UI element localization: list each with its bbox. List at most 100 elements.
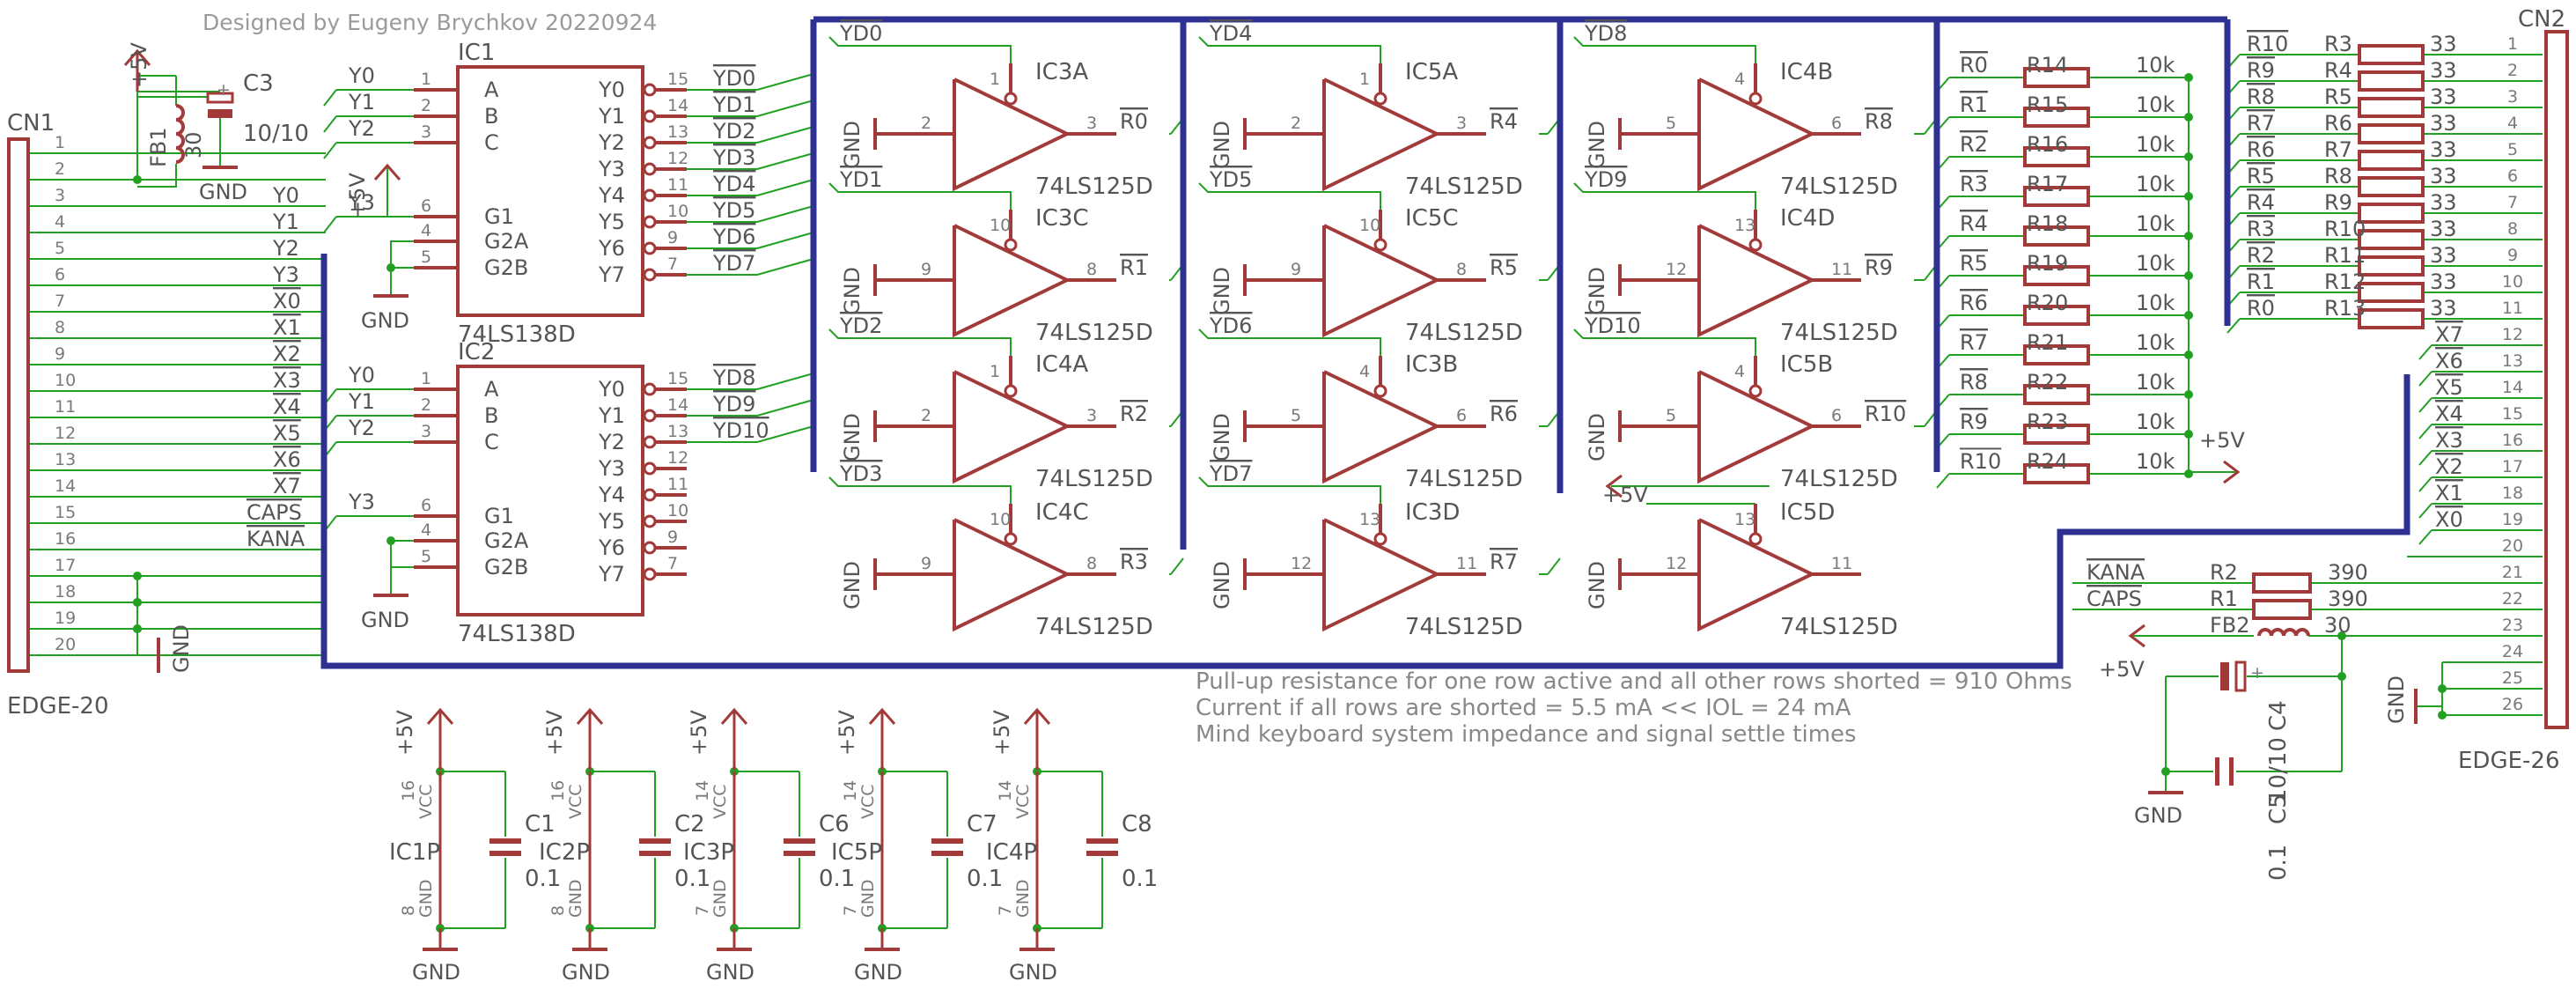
ic2-in-Y0: Y0: [348, 363, 375, 387]
ic1-opnum-7: 7: [667, 255, 678, 274]
series-r9-value: 33: [2430, 190, 2457, 215]
cn2-pin-23: 23: [2502, 616, 2523, 635]
buffer-ic4c-gnd: GND: [840, 561, 865, 609]
ic1-obus: [756, 205, 814, 223]
series-r8-net: R5: [2247, 164, 2275, 188]
buffer-ic3a-value: 74LS125D: [1035, 173, 1153, 200]
cn2-pin-25: 25: [2502, 668, 2523, 688]
buffer-ic3c-epn: 10: [990, 216, 1011, 235]
ic2-pnum-2: 2: [421, 395, 431, 415]
ic2-opnum-15: 15: [667, 369, 688, 388]
pullup-r20-ref: R20: [2027, 291, 2068, 315]
ic2-opnum-9: 9: [667, 528, 678, 547]
cn2-pin-2: 2: [2507, 61, 2518, 80]
ic1-pname-G2B: G2B: [484, 255, 528, 280]
pullup-r21-net: R7: [1960, 330, 1988, 355]
cn2-net-X0: X0: [2435, 507, 2463, 532]
ic1-opname-Y7: Y7: [598, 262, 625, 287]
ic1-ref: IC1: [458, 40, 495, 66]
decap-c7-gl: GND: [858, 879, 878, 918]
ic2-ref: IC2: [458, 339, 495, 365]
decap-c6-ic: IC3P: [683, 839, 734, 866]
cn2-pin-12: 12: [2502, 325, 2523, 344]
series-r6-net: R7: [2247, 111, 2275, 136]
pullup-r18-value: 10k: [2136, 211, 2175, 236]
ic2-value: 74LS138D: [458, 621, 576, 647]
pullup-r19-body: [2023, 265, 2090, 286]
pullup-r18-ref: R18: [2027, 211, 2068, 236]
buffer-ic3b-ipn: 5: [1291, 406, 1301, 425]
cn1-body: [7, 137, 30, 673]
buffer-ic5c-outnet: R5: [1490, 255, 1518, 280]
pullup-r20-net: R6: [1960, 291, 1988, 315]
pullup-r17-net: R3: [1960, 172, 1988, 196]
series-r3-ref: R3: [2324, 32, 2352, 56]
buffer-ic4d-gnd: GND: [1585, 267, 1609, 315]
buffer-ic3c-opn: 8: [1086, 260, 1097, 279]
fb2-value: 30: [2324, 613, 2352, 638]
ic2-opname-Y0: Y0: [598, 377, 625, 402]
ic1-pname-B: B: [484, 104, 498, 129]
decap-c6-gl: GND: [710, 879, 730, 918]
ic1-opname-Y4: Y4: [598, 183, 625, 208]
pullup-r17-ref: R17: [2027, 172, 2068, 196]
fb2-5v-arrow: [2128, 624, 2145, 648]
series-r9-body: [2358, 203, 2425, 224]
series-r7-net: R6: [2247, 137, 2275, 162]
series-r12-body: [2358, 282, 2425, 303]
cn1-net-X7: X7: [273, 474, 301, 498]
decap-c2-ic: IC2P: [539, 839, 590, 866]
cn2-net-X6: X6: [2435, 349, 2463, 373]
ic2-pname-A: A: [484, 377, 499, 402]
cn1-net-Y0: Y0: [272, 183, 299, 208]
buffer-ic3a-epn: 1: [990, 70, 1000, 89]
cn1-pin-4: 4: [55, 212, 65, 232]
decap-c7-gnd: GND: [854, 960, 902, 985]
buffer-ic5b-outnet: R10: [1865, 402, 1906, 426]
cn2-pin-16: 16: [2502, 431, 2523, 450]
decap-c6-gnd: GND: [706, 960, 754, 985]
series-r6-ref: R6: [2324, 111, 2352, 136]
cn2-bus-X5: [2418, 397, 2432, 413]
ic1-inbus: [323, 216, 337, 233]
junction-dot: [133, 624, 142, 633]
ic1-onet-YD5: YD5: [712, 198, 755, 223]
decap-c1-p2: [489, 851, 521, 856]
series-r5-value: 33: [2430, 85, 2457, 109]
buffer-ic5d-value: 74LS125D: [1780, 614, 1898, 640]
buffer-ic5d-epn: 13: [1734, 510, 1755, 529]
ic1-5v-arrow: [373, 163, 401, 181]
decap-c6-gp: 7: [693, 905, 712, 916]
decap-c2-p2: [639, 851, 671, 856]
ic1-opnum-15: 15: [667, 70, 688, 89]
fb1-supply: +5V: [127, 42, 151, 88]
decap-c8-vl: VCC: [1013, 784, 1033, 819]
buffer-ic4a-epn: 1: [990, 362, 1000, 381]
ic1-obus: [756, 73, 814, 91]
ic2-opnum-14: 14: [667, 395, 688, 415]
buffer-ic4d-ipn: 12: [1666, 260, 1687, 279]
led-res-r1-body: [2252, 599, 2312, 620]
buffer-ic3b-en: YD6: [1209, 314, 1252, 338]
decap-c8-5v-arrow: [1023, 707, 1051, 725]
decap-c1-ic: IC1P: [389, 839, 440, 866]
ic1-onet-YD4: YD4: [712, 172, 755, 196]
buffer-ic5b-en-wire: [1573, 328, 1756, 356]
series-r13-value: 33: [2430, 296, 2457, 321]
cn1-net-X2: X2: [273, 342, 301, 366]
ic1-opname-Y6: Y6: [598, 236, 625, 261]
buffer-ic4d-outnet: R9: [1865, 255, 1893, 280]
cn1-net-Y3: Y3: [272, 262, 299, 287]
buffer-ic4d-opn: 11: [1831, 260, 1852, 279]
ic1-inbus: [323, 89, 337, 107]
series-r3-body: [2358, 44, 2425, 65]
pullup-r23-body: [2023, 424, 2090, 445]
buffer-ic3c-gnd: GND: [840, 267, 865, 315]
pullup-5v-arrow: [2223, 460, 2241, 484]
series-r3-net: R10: [2247, 32, 2288, 56]
buffer-ic4b-ipn: 5: [1666, 114, 1676, 133]
buffer-ic4a-en-wire: [828, 328, 1012, 356]
junction-dot: [2337, 631, 2346, 640]
cn1-net-Y1: Y1: [272, 210, 299, 234]
pullup-r16-ref: R16: [2027, 132, 2068, 157]
